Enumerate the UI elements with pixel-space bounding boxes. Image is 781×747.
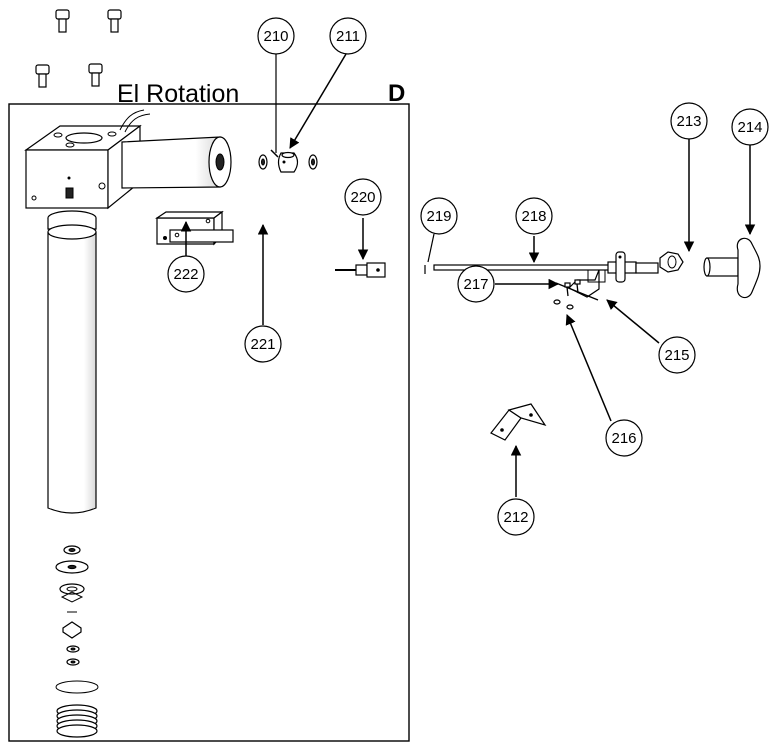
callouts: 210 211 213 214 220 219 218 217 — [167, 17, 769, 536]
cam-211-icon — [277, 151, 299, 173]
callout-213: 213 — [670, 102, 708, 140]
washers-216-icon — [553, 299, 574, 310]
el-rotation-panel — [8, 103, 410, 742]
callout-label: 218 — [521, 208, 546, 225]
callout-label: 222 — [173, 266, 198, 283]
screw-icon — [35, 64, 50, 88]
screws-217-icon — [564, 279, 581, 297]
callout-label: 214 — [737, 119, 762, 136]
screw-icon — [107, 9, 122, 33]
leader-lines — [180, 53, 756, 497]
hex-nut-icon — [62, 621, 82, 639]
washer-221-icon — [258, 154, 268, 170]
callout-label: 220 — [350, 189, 375, 206]
callout-214: 214 — [731, 108, 769, 146]
callout-label: 221 — [250, 336, 275, 353]
callout-211: 211 — [329, 17, 367, 55]
bracket-222-icon — [155, 210, 234, 246]
pin-210-icon — [270, 149, 279, 158]
callout-label: 211 — [336, 28, 360, 45]
loose-screws — [35, 9, 122, 88]
callout-label: 217 — [463, 276, 488, 293]
hardware-stack — [55, 545, 99, 738]
sensor-220-icon — [335, 262, 386, 278]
angle-bracket-212-icon — [490, 403, 547, 441]
spring-icon — [56, 704, 98, 738]
callout-label: 215 — [664, 347, 689, 364]
callout-221: 221 — [244, 325, 282, 363]
motor-gearhead-icon — [24, 109, 232, 514]
nut-icon — [59, 583, 85, 595]
callout-label: 213 — [676, 113, 701, 130]
callout-label: 210 — [263, 28, 288, 45]
nut-213-icon — [659, 251, 684, 273]
shaft-218-icon — [433, 251, 659, 283]
callout-219: 219 — [420, 197, 458, 235]
callout-218: 218 — [515, 197, 553, 235]
callout-label: 212 — [503, 509, 528, 526]
callout-220: 220 — [344, 178, 382, 216]
screw-icon — [55, 9, 70, 33]
knob-214-icon — [703, 237, 761, 299]
o-ring-icon — [55, 680, 99, 694]
callout-215: 215 — [658, 336, 696, 374]
callout-label: 216 — [611, 430, 636, 447]
washer-icon — [308, 154, 318, 170]
callout-216: 216 — [605, 419, 643, 457]
callout-210: 210 — [257, 17, 295, 55]
callout-212: 212 — [497, 498, 535, 536]
panel-title: El Rotation — [117, 80, 239, 108]
callout-222: 222 — [167, 255, 205, 293]
panel-letter: D — [388, 80, 405, 107]
bracket-215-icon — [555, 269, 606, 301]
callout-label: 219 — [426, 208, 451, 225]
callout-217: 217 — [457, 265, 495, 303]
screw-icon — [88, 63, 103, 87]
